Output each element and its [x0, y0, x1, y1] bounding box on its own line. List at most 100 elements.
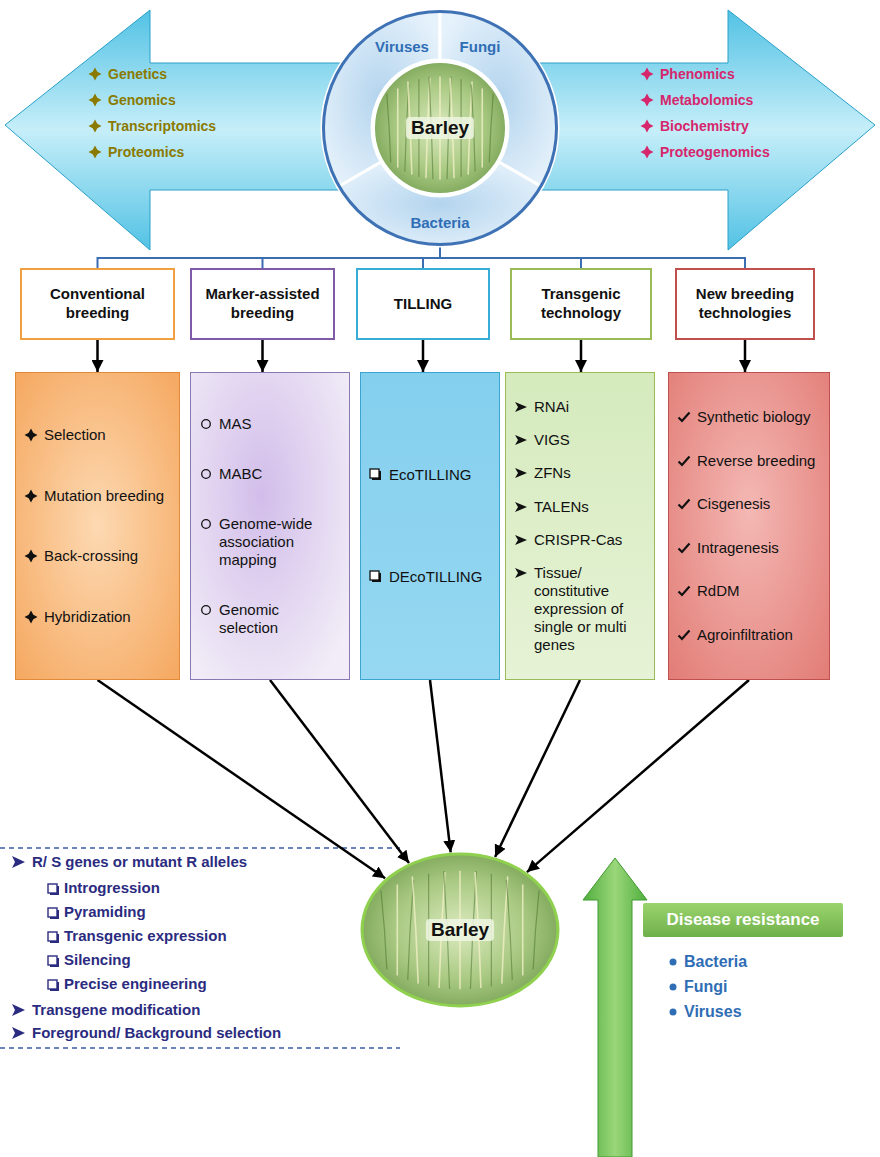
- list-bullet: [640, 145, 654, 159]
- node-text: CRISPR-Cas: [534, 531, 622, 549]
- list-item: Phenomics: [640, 65, 735, 83]
- list-item: ZFNs: [514, 464, 646, 482]
- list-bullet: [88, 145, 102, 159]
- node-text: New breeding technologies: [685, 285, 805, 323]
- node-text: Intragenesis: [697, 539, 779, 557]
- approach-header-box: Marker-assisted breeding: [190, 268, 335, 340]
- barley-stalk: [412, 876, 418, 983]
- node-text: Transcriptomics: [108, 117, 216, 135]
- node-text: Reverse breeding: [697, 452, 815, 470]
- list-bullet: [677, 497, 691, 511]
- node-text: Phenomics: [660, 65, 735, 83]
- bullet-shape: [370, 571, 379, 580]
- list-bullet: [24, 428, 38, 442]
- arrow-connector: [580, 340, 583, 372]
- node-text: Mutation breeding: [44, 487, 164, 505]
- list-bullet: [677, 541, 691, 555]
- node-text: Proteogenomics: [660, 143, 770, 161]
- list-item: Tissue/ constitutive expression of singl…: [514, 564, 646, 654]
- list-bullet: [88, 119, 102, 133]
- arrow-connector: [430, 680, 451, 852]
- node-text: Genomics: [108, 91, 176, 109]
- bullet-shape: [679, 587, 690, 596]
- tree-connector: [423, 246, 440, 268]
- node-text: Disease resistance: [666, 910, 819, 930]
- bullet-shape: [202, 606, 211, 615]
- list-bullet: [369, 570, 383, 584]
- dashed-divider: [0, 1047, 400, 1049]
- barley-stalks: [381, 871, 539, 990]
- node-text: Back-crossing: [44, 547, 138, 565]
- node-text: Cisgenesis: [697, 495, 770, 513]
- list-item: VIGS: [514, 431, 646, 449]
- node-text: EcoTILLING: [389, 466, 472, 484]
- node-text: Tissue/ constitutive expression of singl…: [534, 564, 646, 654]
- node-text: MAS: [219, 415, 252, 433]
- node-text: RdDM: [697, 582, 740, 600]
- strategy-note: Transgene modification: [32, 1001, 200, 1019]
- node-text: MABC: [219, 465, 262, 483]
- method-list-box: SelectionMutation breedingBack-crossingH…: [15, 372, 180, 680]
- ring-segment: [338, 162, 542, 246]
- double-arrow-outline: [5, 10, 875, 250]
- bullet-shape: [25, 489, 38, 502]
- list-item: Intragenesis: [677, 539, 821, 557]
- bullet-shape: [89, 94, 102, 107]
- arrow-bullet: [12, 1004, 25, 1016]
- bullet-shape: [641, 94, 654, 107]
- ring-rim: [324, 12, 557, 245]
- list-bullet: [199, 467, 213, 481]
- node-text: Biochemistry: [660, 117, 749, 135]
- strategy-note: Pyramiding: [64, 903, 146, 921]
- list-bullet: [677, 454, 691, 468]
- list-item: MAS: [199, 415, 341, 433]
- node-text: TALENs: [534, 498, 589, 516]
- bullet-shape: [679, 500, 690, 509]
- list-item: Proteogenomics: [640, 143, 770, 161]
- method-list-box: EcoTILLINGDEcoTILLING: [360, 372, 500, 680]
- node-text: Proteomics: [108, 143, 184, 161]
- pathogen-item: Viruses: [684, 1003, 742, 1021]
- list-bullet: [677, 410, 691, 424]
- arrow-connector: [98, 680, 386, 878]
- node-text: Synthetic biology: [697, 408, 810, 426]
- arrow-connector: [96, 340, 99, 372]
- strategy-note: Silencing: [64, 951, 131, 969]
- list-item: EcoTILLING: [369, 466, 491, 484]
- arrow-bullet: [12, 1027, 25, 1039]
- list-item: Proteomics: [88, 143, 184, 161]
- list-bullet: [24, 549, 38, 563]
- list-bullet: [640, 119, 654, 133]
- list-bullet: [677, 584, 691, 598]
- list-bullet: [514, 466, 528, 480]
- list-item: Genomic selection: [199, 601, 341, 637]
- bullet-shape: [679, 630, 690, 639]
- node-text: Selection: [44, 426, 106, 444]
- box-bullet: [48, 932, 57, 941]
- node-text: Conventional breeding: [30, 285, 165, 323]
- list-item: Mutation breeding: [24, 487, 171, 505]
- node-text: Hybridization: [44, 608, 131, 626]
- node-text: Genome-wide association mapping: [219, 515, 341, 569]
- list-bullet: [24, 610, 38, 624]
- bullet-shape: [515, 468, 527, 478]
- list-item: Cisgenesis: [677, 495, 821, 513]
- list-bullet: [199, 603, 213, 617]
- bullet-shape: [641, 120, 654, 133]
- pathogen-item: Bacteria: [684, 953, 747, 971]
- strategy-note: Precise engineering: [64, 975, 207, 993]
- node-text: Metabolomics: [660, 91, 753, 109]
- barley-stalk: [522, 884, 524, 975]
- box-bullet: [48, 884, 57, 893]
- barley-stalks: [387, 77, 493, 180]
- bullet-shape: [679, 456, 690, 465]
- approach-header-box: Conventional breeding: [20, 268, 175, 340]
- node-text: Barley: [426, 919, 494, 941]
- list-bullet: [514, 533, 528, 547]
- barley-stalk: [506, 880, 512, 980]
- list-bullet: [199, 417, 213, 431]
- node-text: Marker-assisted breeding: [200, 285, 325, 323]
- list-bullet: [199, 517, 213, 531]
- list-item: RdDM: [677, 582, 821, 600]
- bullet-shape: [515, 435, 527, 445]
